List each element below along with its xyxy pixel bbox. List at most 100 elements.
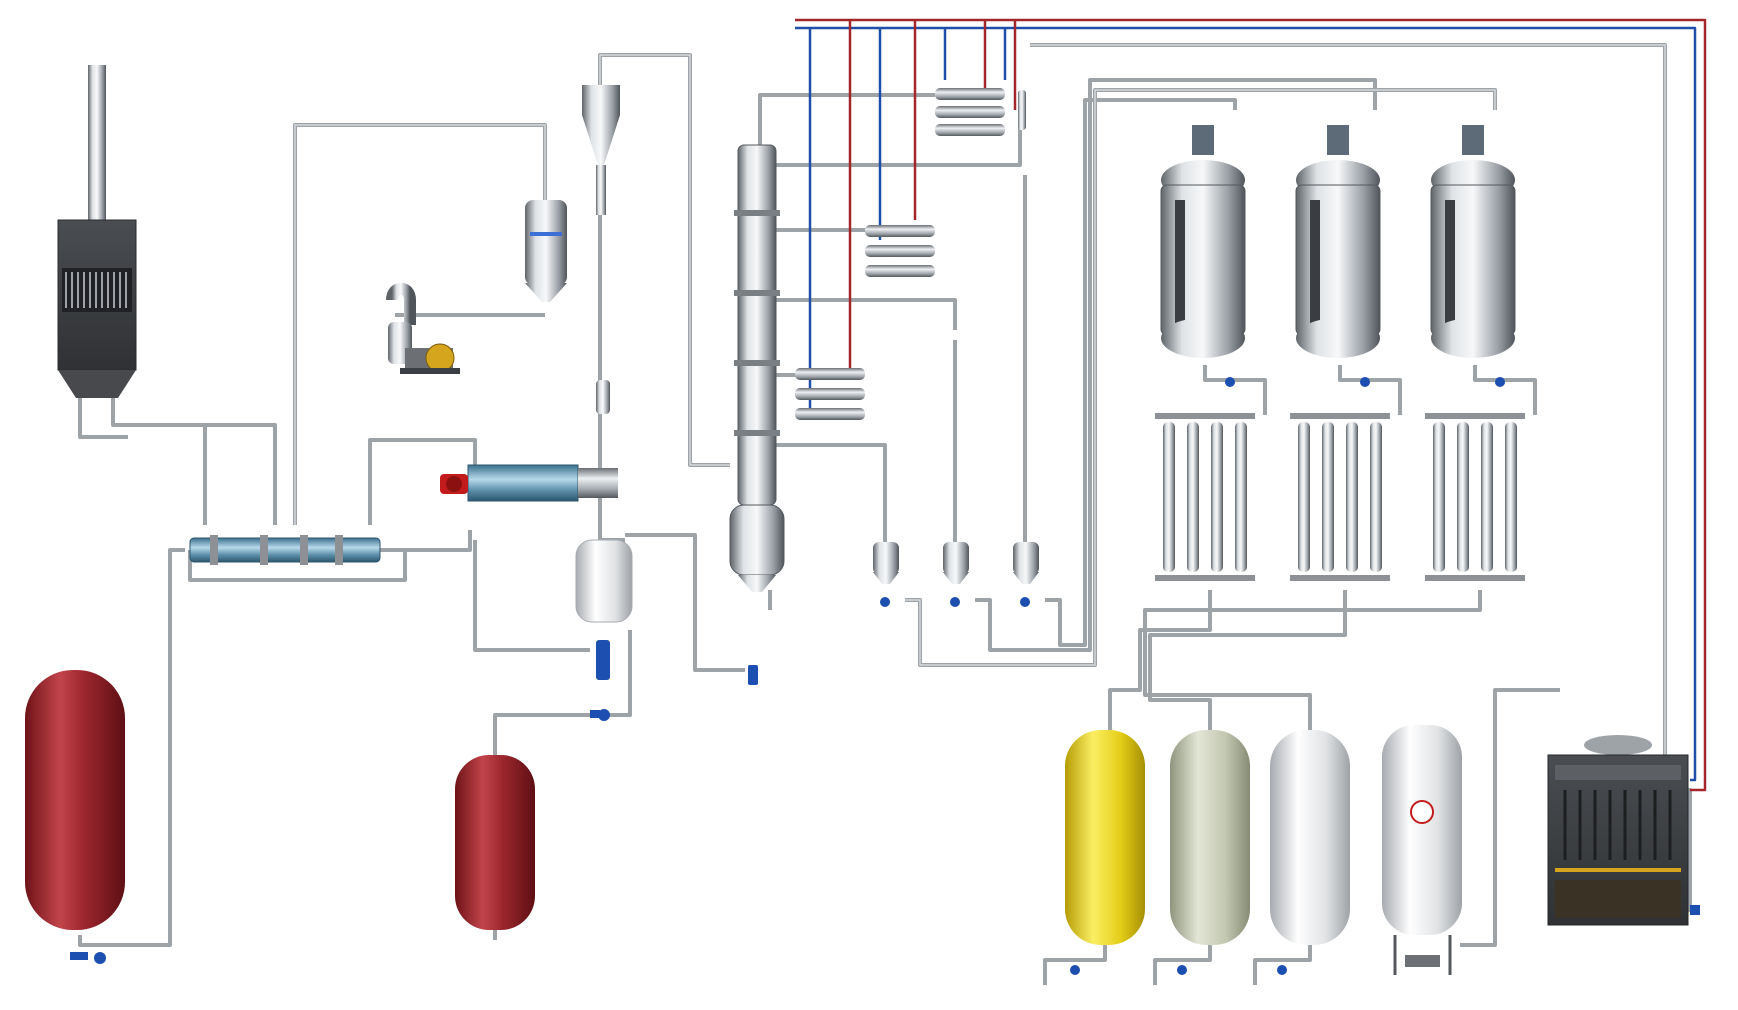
exhaust-stack[interactable] bbox=[57, 65, 137, 398]
filter-vessel-band bbox=[530, 232, 562, 236]
pipe-column-side-5 bbox=[770, 443, 887, 550]
pipe-receiver-to-pump bbox=[625, 533, 745, 672]
pump-white-tank[interactable] bbox=[1277, 965, 1287, 975]
pipe-exchanger-return bbox=[188, 550, 407, 582]
pipe-receiver-3-to-reactor bbox=[1045, 98, 1237, 647]
exchanger-shell bbox=[189, 537, 381, 563]
overhead-condenser-2[interactable] bbox=[865, 225, 935, 277]
overhead-condenser-3[interactable] bbox=[795, 368, 865, 420]
pipe-receiver-2-to-reactor bbox=[975, 78, 1377, 652]
pump-reactor-2[interactable] bbox=[1360, 377, 1370, 387]
reactor-1-sight-strip bbox=[1175, 200, 1185, 330]
main-heat-exchanger[interactable] bbox=[189, 535, 381, 565]
reactor-1[interactable] bbox=[1160, 125, 1246, 358]
pipe-column-overhead bbox=[758, 93, 935, 145]
product-receiver-3[interactable] bbox=[1013, 542, 1039, 584]
filter-bank-1[interactable] bbox=[1155, 413, 1255, 581]
cryo-logo-icon bbox=[1410, 800, 1434, 824]
pump-receiver-2[interactable] bbox=[950, 597, 960, 607]
exchanger-flange-1 bbox=[210, 535, 218, 565]
pump-red-tank[interactable] bbox=[70, 952, 106, 964]
pump-receiver-3[interactable] bbox=[1020, 597, 1030, 607]
overhead-condenser-1[interactable] bbox=[935, 88, 1026, 136]
heater-end-cap bbox=[578, 468, 618, 498]
storage-tank-white[interactable] bbox=[1270, 730, 1350, 945]
bag-filter[interactable] bbox=[525, 200, 567, 302]
cooling-tower-spray-bar bbox=[1555, 868, 1681, 872]
receiver-vessel-white[interactable] bbox=[575, 539, 633, 623]
pump-green-tank[interactable] bbox=[1177, 965, 1187, 975]
pipe-reactor3-to-filters bbox=[1473, 365, 1537, 415]
pipe-exchanger-to-red-tank bbox=[78, 548, 185, 947]
reactor-1-motor bbox=[1192, 125, 1214, 155]
pipe-exchanger-outlet bbox=[380, 530, 472, 552]
pipe-green-outlet bbox=[1153, 945, 1212, 985]
pipe-filters2-to-green bbox=[1148, 590, 1347, 735]
storage-tank-yellow[interactable] bbox=[1065, 730, 1145, 945]
cooling-tower-fill bbox=[1563, 790, 1672, 860]
heater-tube-bank bbox=[467, 464, 579, 502]
cyclone-cone bbox=[582, 115, 620, 165]
pump-small-red-tank[interactable] bbox=[590, 709, 610, 721]
pump-reactor-3[interactable] bbox=[1495, 377, 1505, 387]
pump-receiver[interactable] bbox=[596, 640, 610, 680]
product-receiver-2[interactable] bbox=[943, 542, 969, 584]
column-bottom-cone bbox=[738, 575, 776, 592]
hot-utility-line bbox=[795, 18, 1707, 792]
filter-bank-2[interactable] bbox=[1290, 413, 1390, 581]
filter-vessel-body bbox=[525, 200, 567, 285]
pipe-yellow-outlet bbox=[1043, 945, 1107, 985]
burner-fan bbox=[446, 476, 462, 492]
pump-column-bottom[interactable] bbox=[748, 665, 758, 685]
pipe-column-side-1 bbox=[770, 110, 1022, 167]
reactor-3[interactable] bbox=[1430, 125, 1516, 358]
pipe-reactor2-to-filters bbox=[1338, 365, 1402, 415]
cooling-tower-basin bbox=[1555, 880, 1681, 918]
inline-separator bbox=[596, 380, 610, 414]
burner-heater[interactable] bbox=[440, 464, 618, 502]
blower-skid bbox=[400, 368, 460, 374]
pipe-highlights bbox=[294, 44, 1666, 790]
pump-receiver-1[interactable] bbox=[880, 597, 890, 607]
pipe-reactor1-to-filters bbox=[1203, 365, 1267, 415]
reactor-2-motor bbox=[1327, 125, 1349, 155]
storage-tank-red-large[interactable] bbox=[25, 670, 125, 930]
pipe-white-outlet bbox=[1253, 945, 1312, 985]
pipe-receiver-to-small-red-tank bbox=[493, 630, 632, 760]
cooling-tower[interactable] bbox=[1547, 735, 1689, 926]
cyclone-dipleg bbox=[596, 165, 606, 215]
reactor-3-sight-strip bbox=[1445, 200, 1455, 330]
receiver-body bbox=[575, 539, 633, 623]
chimney bbox=[88, 65, 106, 220]
filter-bank-3[interactable] bbox=[1425, 413, 1525, 581]
pump-reactor-1[interactable] bbox=[1225, 377, 1235, 387]
pipe-column-side-3 bbox=[770, 298, 957, 330]
exchanger-flange-3 bbox=[300, 535, 308, 565]
product-receiver-1[interactable] bbox=[873, 542, 899, 584]
cryo-vaporizer bbox=[1405, 955, 1440, 967]
exchanger-flange-2 bbox=[260, 535, 268, 565]
pipe-heater-to-pump bbox=[473, 540, 590, 652]
cyclone-separator[interactable] bbox=[582, 85, 620, 215]
blower-inlet-pipe bbox=[386, 282, 416, 325]
cryogenic-tank[interactable] bbox=[1382, 725, 1462, 975]
column-reboiler bbox=[729, 504, 785, 576]
cooling-tower-header bbox=[1555, 765, 1681, 780]
storage-tank-green[interactable] bbox=[1170, 730, 1250, 945]
filter-vessel-cone bbox=[525, 283, 567, 302]
cold-utility-line bbox=[795, 26, 1697, 782]
pipe-stack-branch bbox=[113, 423, 277, 525]
reactor-2[interactable] bbox=[1295, 125, 1381, 358]
storage-tank-red-small[interactable] bbox=[455, 755, 535, 930]
reactor-2-sight-strip bbox=[1310, 200, 1320, 330]
pipe-exchanger-to-burner bbox=[368, 438, 477, 525]
valve-set bbox=[70, 377, 1700, 975]
blower-motor bbox=[425, 343, 455, 373]
cyclone-head bbox=[582, 85, 620, 115]
pump-yellow-tank[interactable] bbox=[1070, 965, 1080, 975]
distillation-column[interactable] bbox=[729, 144, 785, 592]
vacuum-blower[interactable] bbox=[386, 282, 460, 374]
valve-cooling-tower[interactable] bbox=[1690, 905, 1700, 915]
